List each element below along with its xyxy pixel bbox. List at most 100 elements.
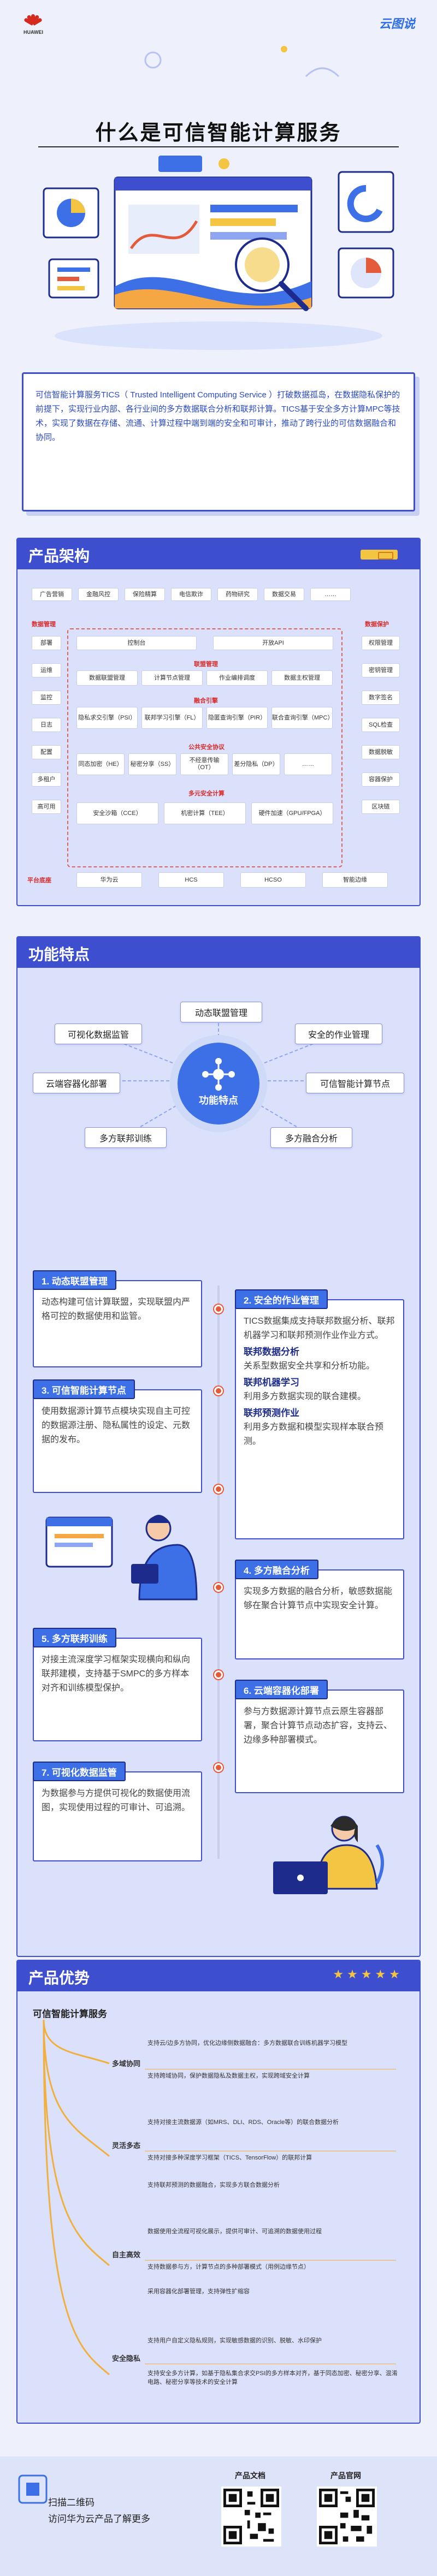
feature-card-text: 参与方数据源计算节点云原生容器部署，聚合计算节点动态扩容，支持云、边缘多种部署模… (244, 1707, 393, 1745)
right-label: 权限管理 (362, 636, 400, 650)
industry-item: 保险精算 (125, 588, 165, 601)
battery-icon (361, 550, 398, 560)
platform-item: 华为云 (76, 872, 142, 888)
footer-slogan: 访问华为云产品了解更多 (48, 2514, 150, 2524)
industry-item: 电信欺诈 (171, 588, 211, 601)
feature-node: 可视化数据监管 (55, 1024, 142, 1044)
mindmap-branches (43, 2020, 110, 2376)
advantage-item: 支持安全多方计算，如基于隐私集合求交PSI的多方样本对齐，基于同态加密、秘密分享… (147, 2370, 398, 2385)
advantage-category: 灵活多态 (112, 2141, 141, 2150)
hw-item: 安全沙箱（CCE） (76, 802, 158, 824)
left-label: 部署 (32, 636, 61, 650)
fed-mgmt-item: 数据联盟管理 (76, 670, 138, 686)
advantages-panel: 产品优势 ★★★★★ (16, 1960, 421, 2424)
advantages-title: 产品优势 ★★★★★ (17, 1961, 420, 1991)
left-label: 多租户 (32, 772, 61, 787)
fusion-label: 融合引擎 (194, 698, 218, 704)
feature-center-circle: 功能特点 (178, 1043, 259, 1125)
sub-item-title: 联邦数据分析 (244, 1347, 299, 1357)
header: HUAWEI 云图说 (0, 0, 437, 109)
scan-icon (18, 2474, 48, 2504)
feature-card: 5. 多方联邦训练 对接主流深度学习框架实现横向和纵向联邦建模，支持基于SMPC… (33, 1628, 202, 1741)
timeline-dot (214, 1305, 223, 1313)
advantage-item: 支持对接多种深度学习框架（TICS、TensorFlow）的联邦计算 (147, 2155, 312, 2161)
feature-node: 云端容器化部署 (33, 1073, 120, 1093)
architecture-title: 产品架构 (17, 539, 420, 569)
feature-card-title: 3. 可信智能计算节点 (33, 1379, 135, 1399)
industry-item: 药物研究 (217, 588, 258, 601)
footer-slogan: 扫描二维码 (48, 2497, 95, 2508)
feature-card-body: TICS数据集成支持联邦数据分析、联邦机器学习和联邦预测作业作业方式。 联邦数据… (244, 1314, 395, 1449)
logo-text: HUAWEI (23, 29, 43, 35)
left-label-header: 数据管理 (32, 621, 56, 628)
left-label: 配置 (32, 745, 61, 759)
advantage-item: 支持云/边多方协同，优化边缘侧数据融合：多方数据联合训练机器学习模型 (147, 2040, 348, 2046)
huawei-logo: HUAWEI (14, 12, 52, 35)
sub-item-title: 联邦预测作业 (244, 1408, 299, 1418)
advantage-category: 自主高效 (112, 2251, 141, 2259)
intro-text: 可信智能计算服务TICS（ Trusted Intelligent Comput… (36, 390, 400, 442)
fed-mgmt-label: 联盟管理 (194, 661, 218, 668)
page-title: 什么是可信智能计算服务 (95, 122, 342, 145)
pubsec-item: 差分隐私（DP） (232, 753, 280, 775)
feature-card-text: 使用数据源计算节点模块实现自主可控的数据源注册、隐私属性的设定、元数据的发布。 (42, 1407, 191, 1444)
industry-item: 广告营销 (32, 588, 72, 601)
advantage-item: 支持对接主流数据源（如MRS、DLI、RDS、Oracle等）的联合数据分析 (147, 2119, 339, 2126)
qr-code-docs[interactable] (221, 2486, 281, 2547)
hw-item: 硬件加速（GPU/FPGA） (251, 802, 333, 824)
pubsec-item: 同态加密（HE） (76, 753, 125, 775)
feature-node: 多方联邦训练 (85, 1127, 167, 1148)
sub-item-text: 利用多方数据实现的联合建模。 (244, 1392, 367, 1401)
right-label: 容器保护 (362, 772, 400, 787)
hero-illustration (43, 156, 394, 350)
feature-card: 6. 云端容器化部署 参与方数据源计算节点云原生容器部署，聚合计算节点动态扩容，… (235, 1680, 404, 1793)
feature-node: 安全的作业管理 (295, 1024, 382, 1044)
platform-label: 平台底座 (27, 877, 51, 884)
brand-label: 云图说 (379, 17, 415, 31)
platform-item: HCS (158, 872, 224, 888)
left-label: 高可用 (32, 800, 61, 814)
right-label: 区块链 (362, 800, 400, 814)
advantage-category: 安全隐私 (112, 2354, 141, 2363)
pubsec-item: …… (284, 753, 332, 775)
advantage-item: 支持数据参与方，计算节点的多种部署模式（用例边缘节点） (147, 2264, 310, 2270)
platform-item: 智能边缘 (322, 872, 388, 888)
fed-mgmt-item: 数据主权管理 (271, 670, 333, 686)
advantage-item: 支持用户自定义隐私规则，实现敏感数据的识别、脱敏、水印保护 (147, 2337, 322, 2344)
features-title: 功能特点 (17, 937, 420, 968)
architecture-title-text: 产品架构 (28, 548, 90, 564)
advantage-item: 数据使用全流程可视化展示，提供可审计、可追溯的数据使用过程 (147, 2228, 322, 2235)
feature-card-title: 6. 云端容器化部署 (235, 1680, 328, 1699)
feature-card-text: 为数据参与方提供可视化的数据使用流图，实现使用过程的可审计、可追溯。 (42, 1789, 191, 1812)
sub-item-text: 关系型数据安全共享和分析功能。 (244, 1361, 375, 1371)
qr-title: 产品官网 (330, 2471, 361, 2480)
features-title-text: 功能特点 (28, 946, 90, 963)
laptop-person-illustration (273, 1816, 384, 1894)
right-label: 密钥管理 (362, 663, 400, 677)
core-architecture-box (67, 628, 342, 867)
stars-icon: ★★★★★ (333, 1967, 403, 1981)
feature-card-title: 1. 动态联盟管理 (33, 1270, 116, 1290)
right-label: 数据脱敏 (362, 745, 400, 759)
industry-item: 数据交易 (264, 588, 304, 601)
advantage-item: 支持联邦预测的数据融合，实现多方联合数据分析 (147, 2182, 280, 2188)
fusion-item: 隐私求交引擎（PSI） (76, 707, 138, 729)
left-label: 日志 (32, 718, 61, 732)
left-label: 运维 (32, 663, 61, 677)
feature-card-text: 对接主流深度学习框架实现横向和纵向联邦建模，支持基于SMPC的多方样本对齐和训练… (42, 1655, 191, 1693)
console-cell: 控制台 (76, 636, 197, 650)
feature-node: 多方融合分析 (270, 1127, 352, 1148)
qr-title: 产品文档 (235, 2471, 265, 2480)
sub-item-title: 联邦机器学习 (244, 1377, 299, 1388)
feature-center-label: 功能特点 (199, 1095, 238, 1106)
left-label: 监控 (32, 691, 61, 705)
timeline-dot (214, 1485, 223, 1494)
feature-card-title: 5. 多方联邦训练 (33, 1628, 116, 1647)
timeline-line (217, 1286, 220, 1859)
qr-code-website[interactable] (317, 2486, 377, 2547)
timeline-dot (214, 1763, 223, 1772)
fed-mgmt-item: 作业编排调度 (206, 670, 268, 686)
feature-node: 动态联盟管理 (180, 1002, 262, 1022)
feature-card-title: 4. 多方融合分析 (235, 1560, 318, 1579)
right-label-header: 数据保护 (365, 621, 389, 628)
